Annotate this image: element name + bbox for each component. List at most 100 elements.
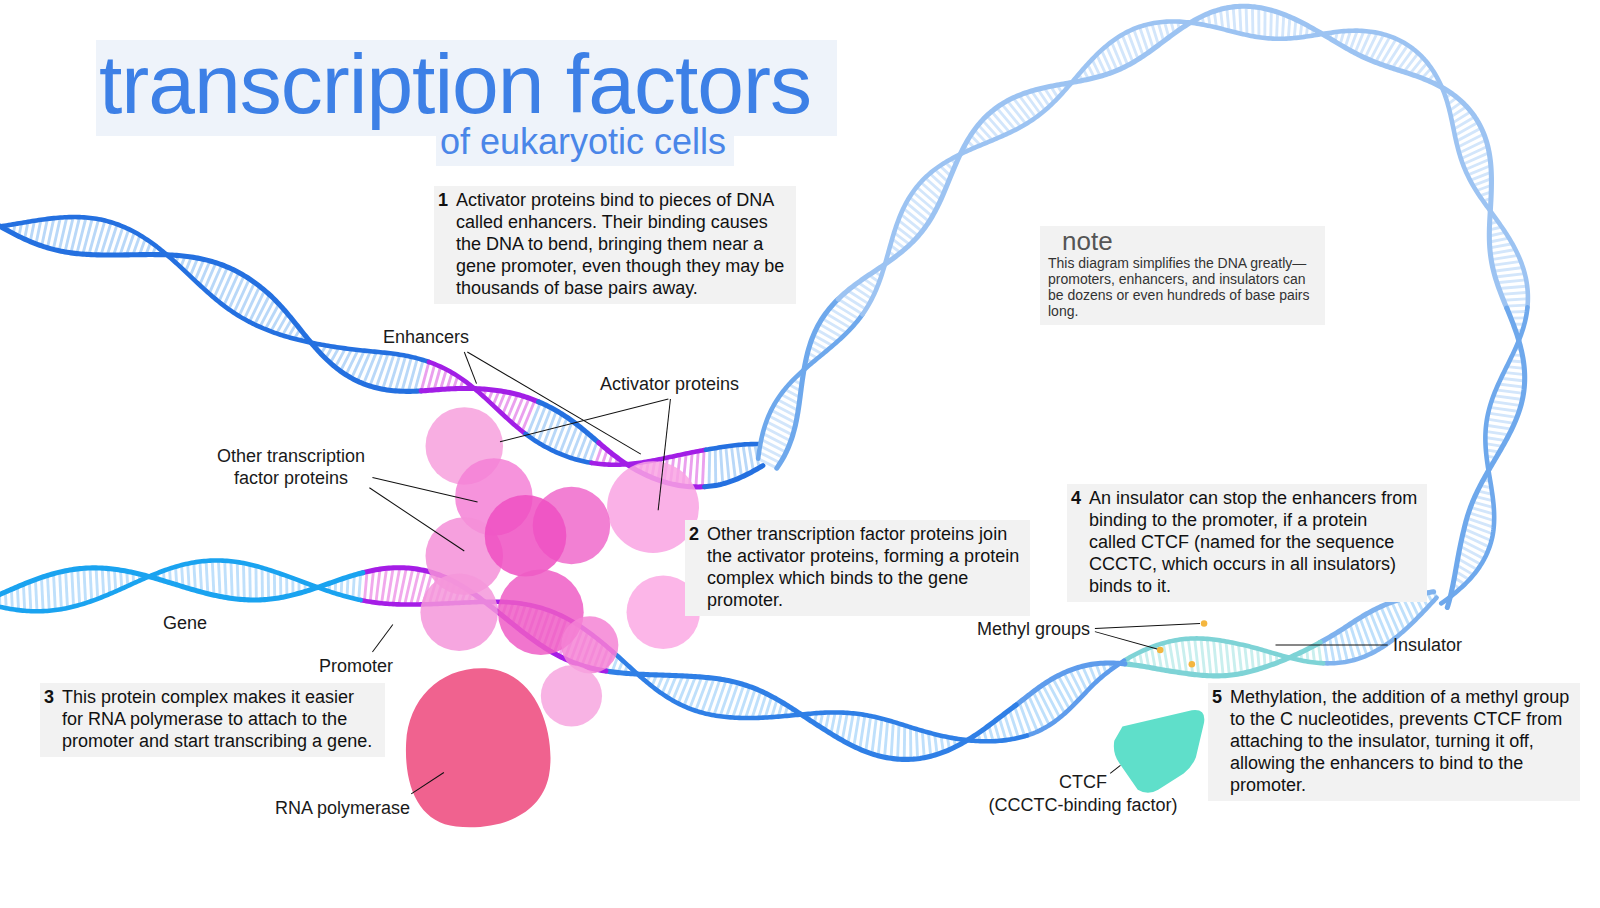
leader-line: [467, 352, 640, 454]
base-pair: [352, 351, 365, 378]
base-pair: [1294, 20, 1296, 38]
base-pair: [1491, 401, 1520, 405]
base-pair: [771, 410, 796, 423]
base-pair: [1360, 618, 1373, 653]
callout-text: Other transcription factor proteins join…: [707, 523, 1022, 611]
base-pair: [364, 352, 377, 384]
leader-line: [1276, 644, 1388, 645]
dna-strand: [0, 214, 421, 391]
callout-box: 1Activator proteins bind to pieces of DN…: [434, 186, 796, 304]
base-pair: [765, 696, 772, 717]
base-pair: [209, 265, 222, 294]
base-pair: [1335, 634, 1341, 663]
base-pair: [916, 729, 917, 759]
base-pair: [838, 299, 862, 314]
base-pair: [819, 324, 842, 337]
base-pair: [1459, 140, 1486, 153]
part-label: (CCCTC-binding factor): [973, 794, 1193, 816]
callout-box: 5Methylation, the addition of a methyl g…: [1208, 683, 1580, 801]
leader-line: [372, 478, 477, 502]
base-pair: [1486, 425, 1512, 429]
part-label: Enhancers: [383, 326, 469, 348]
base-pair: [1486, 431, 1509, 435]
callout-box: 3This protein complex makes it easier fo…: [40, 683, 385, 757]
base-pair: [1282, 14, 1283, 38]
callout-text: This protein complex makes it easier for…: [62, 686, 377, 752]
base-pair: [78, 569, 80, 605]
base-pair: [29, 582, 30, 611]
base-pair: [1340, 631, 1347, 662]
base-pair: [1233, 7, 1235, 32]
base-pair: [720, 681, 732, 716]
base-pair: [271, 309, 283, 332]
base-pair: [1501, 292, 1528, 294]
part-label: Gene: [163, 612, 207, 634]
base-pair: [1381, 607, 1395, 639]
methyl-dot: [1157, 647, 1164, 654]
base-pairs: [758, 6, 1528, 603]
base-pair: [921, 182, 941, 200]
base-pair: [260, 299, 274, 327]
base-pair: [1089, 665, 1096, 682]
base-pair: [522, 400, 535, 431]
base-pair: [761, 440, 786, 453]
base-pair: [1365, 33, 1377, 58]
base-pair: [1031, 91, 1045, 110]
base-pair: [843, 295, 866, 310]
callout-number: 3: [44, 686, 60, 708]
base-pair: [1490, 250, 1515, 254]
base-pair: [909, 727, 912, 759]
base-pair: [206, 561, 208, 594]
base-pair: [36, 220, 41, 244]
base-pair: [896, 226, 914, 240]
base-pair: [66, 571, 68, 608]
note-heading: note: [1048, 228, 1317, 255]
base-pair: [1277, 12, 1278, 39]
part-label: Promoter: [319, 655, 393, 677]
base-pair: [212, 561, 214, 596]
base-pair: [885, 720, 888, 757]
callout-number: 4: [1071, 487, 1087, 509]
part-label: Methyl groups: [977, 618, 1090, 640]
base-pair: [1257, 649, 1259, 669]
base-pair: [1370, 612, 1384, 646]
base-pair: [35, 580, 37, 612]
base-pair: [1501, 378, 1525, 381]
leader-line: [369, 488, 464, 551]
base-pair: [1151, 647, 1155, 668]
base-pair: [1269, 10, 1273, 38]
base-pair: [596, 446, 602, 464]
base-pair: [822, 318, 846, 332]
base-pair: [1375, 609, 1389, 642]
base-pair: [114, 569, 115, 591]
part-label: RNA polymerase: [275, 797, 410, 819]
base-pair: [1499, 286, 1527, 288]
leader-line: [372, 624, 392, 652]
ctcf-protein: [1114, 710, 1205, 793]
base-pair: [982, 120, 998, 138]
subtitle: of eukaryotic cells: [436, 122, 734, 166]
part-label: Activator proteins: [600, 373, 739, 395]
base-pair: [1376, 36, 1391, 62]
base-pair: [702, 678, 714, 712]
base-pair: [248, 564, 251, 600]
callout-text: Methylation, the addition of a methyl gr…: [1230, 686, 1572, 796]
base-pair: [1460, 546, 1484, 559]
base-pair: [764, 427, 790, 441]
part-label: Insulator: [1393, 634, 1462, 656]
leader-line: [500, 399, 668, 442]
methyl-dot: [1189, 661, 1196, 668]
callout-box: 2Other transcription factor proteins joi…: [685, 520, 1030, 616]
leader-line: [1095, 623, 1200, 628]
base-pair: [772, 699, 777, 717]
base-pair: [1257, 7, 1260, 37]
base-pair: [242, 563, 246, 600]
part-label: Other transcription factor proteins: [200, 445, 382, 489]
dna-strand: [1124, 638, 1323, 663]
base-pair: [41, 577, 43, 611]
callout-text: Activator proteins bind to pieces of DNA…: [456, 189, 788, 299]
base-pair: [60, 572, 62, 609]
base-pair: [1455, 122, 1478, 135]
base-pair: [898, 220, 918, 236]
